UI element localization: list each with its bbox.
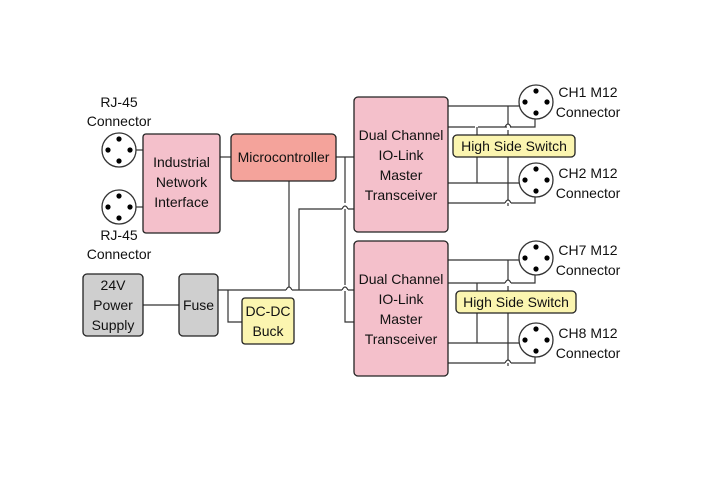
industrial-network-interface-block: Industrial Network Interface (142, 133, 221, 234)
dcdc-buck-label-2: Buck (252, 323, 284, 339)
microcontroller-block: Microcontroller (230, 133, 337, 182)
wire-tx2-ch7-b (448, 275, 536, 284)
power-supply-label-2: Power (93, 297, 133, 313)
fuse-block: Fuse (178, 273, 219, 337)
ini-label-3: Interface (154, 194, 209, 210)
fuse-label: Fuse (183, 297, 214, 313)
dcdc-buck-block: DC-DC Buck (241, 297, 295, 345)
ch2-label-1: CH2 M12 (558, 165, 617, 181)
rj45-top-label-2: Connector (87, 113, 152, 129)
wire-rail-to-top-transceiver (298, 208, 354, 290)
wire-mcu-bus-vertical (344, 157, 354, 323)
transceiver-top-label-3: Master (380, 167, 423, 183)
ch8-label-1: CH8 M12 (558, 325, 617, 341)
ini-label-1: Industrial (153, 154, 210, 170)
transceiver-top-label-4: Transceiver (365, 187, 438, 203)
ini-label-2: Network (156, 174, 208, 190)
ch2-m12-connector: CH2 M12 Connector (518, 162, 621, 201)
rj45-bottom-connector: RJ-45 Connector (87, 189, 152, 262)
high-side-switch-top-block: High Side Switch (452, 134, 576, 158)
wire-tx1-ch2-b (448, 197, 536, 204)
rj45-bottom-connector-icon (101, 189, 137, 225)
wire-hop-ch2 (504, 199, 512, 204)
transceiver-top-label-2: IO-Link (378, 147, 424, 163)
ch8-m12-connector: CH8 M12 Connector (518, 322, 621, 361)
wire-hop-ch8 (504, 359, 512, 364)
rj45-top-label-1: RJ-45 (100, 94, 138, 110)
ch2-label-2: Connector (556, 185, 621, 201)
high-side-switch-bottom-label: High Side Switch (463, 294, 569, 310)
rj45-bottom-label-2: Connector (87, 246, 152, 262)
transceiver-bottom-label-3: Master (380, 311, 423, 327)
wire-hop-rail (285, 286, 293, 291)
transceiver-top-block: Dual Channel IO-Link Master Transceiver (353, 96, 449, 233)
ch1-m12-connector: CH1 M12 Connector (518, 84, 621, 120)
transceiver-bottom-label-4: Transceiver (365, 331, 438, 347)
wire-fuse-to-buck (227, 290, 242, 323)
wire-hop-top (341, 205, 349, 210)
ch7-connector-icon (518, 240, 554, 276)
high-side-switch-bottom-block: High Side Switch (455, 290, 577, 314)
wire-tx1-ch1-b (448, 119, 536, 128)
transceiver-top-label-1: Dual Channel (359, 127, 444, 143)
power-supply-label-3: Supply (92, 317, 135, 333)
rj45-top-connector: RJ-45 Connector (87, 94, 152, 168)
ch1-label-2: Connector (556, 104, 621, 120)
transceiver-bottom-label-1: Dual Channel (359, 271, 444, 287)
rj45-bottom-label-1: RJ-45 (100, 227, 138, 243)
rj45-top-connector-icon (101, 132, 137, 168)
ch1-connector-icon (518, 84, 554, 120)
ch8-connector-icon (518, 322, 554, 358)
ch2-connector-icon (518, 162, 554, 198)
ch8-label-2: Connector (556, 345, 621, 361)
power-supply-block: 24V Power Supply (82, 273, 144, 337)
ch7-label-1: CH7 M12 (558, 242, 617, 258)
wire-hop-rail-2 (341, 286, 349, 291)
ch7-label-2: Connector (556, 262, 621, 278)
transceiver-bottom-label-2: IO-Link (378, 291, 424, 307)
wire-hop-ch7 (504, 279, 512, 284)
dcdc-buck-label-1: DC-DC (245, 303, 290, 319)
wire-tx2-ch8-b (448, 357, 536, 364)
transceiver-bottom-block: Dual Channel IO-Link Master Transceiver (353, 240, 449, 377)
wire-hop-ch1 (504, 123, 512, 128)
microcontroller-label: Microcontroller (238, 149, 330, 165)
high-side-switch-top-label: High Side Switch (461, 138, 567, 154)
wires (136, 105, 536, 366)
ch7-m12-connector: CH7 M12 Connector (518, 240, 621, 278)
power-supply-label-1: 24V (101, 277, 127, 293)
ch1-label-1: CH1 M12 (558, 84, 617, 100)
